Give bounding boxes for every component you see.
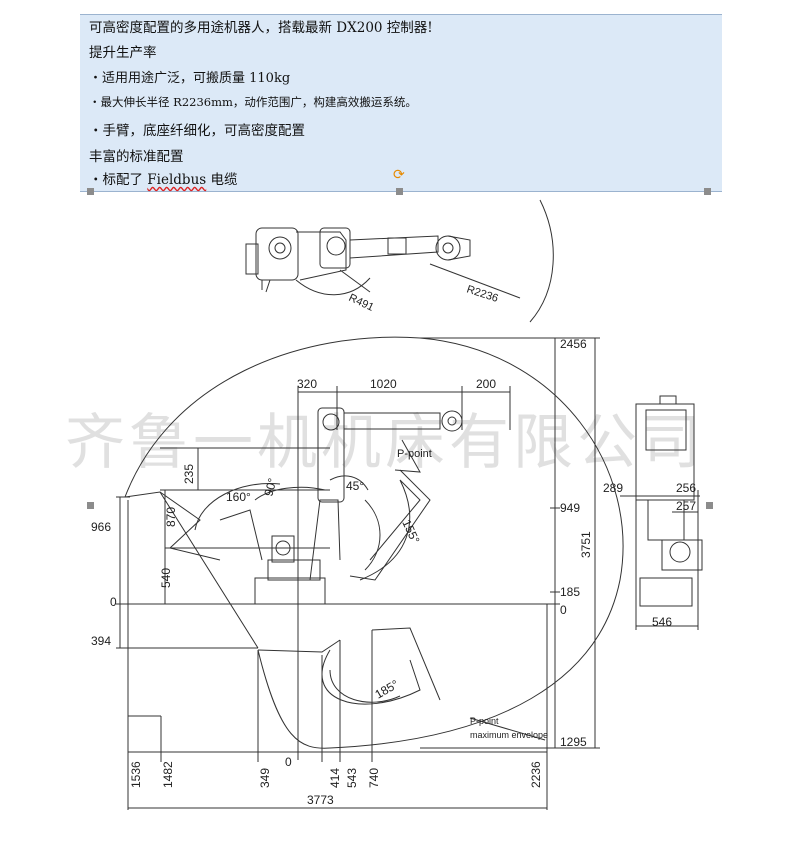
watermark-text: 齐鲁一机机床有限公司	[65, 408, 705, 478]
front-view	[620, 395, 703, 630]
dim-bottom-zero: 0	[285, 755, 292, 769]
bullet-reach: ・最大伸长半径 R2236mm，动作范围广，构建高效搬运系统。	[89, 95, 417, 109]
rotate-handle-icon[interactable]: ⟳	[393, 167, 405, 183]
dim-3773: 3773	[307, 793, 334, 807]
headline-text: 可高密度配置的多用途机器人，搭载最新 DX200 控制器!	[89, 20, 433, 36]
angle-45: 45°	[346, 479, 364, 493]
envelope-outer	[124, 336, 624, 749]
bullet-fieldbus-prefix: ・标配了	[89, 172, 148, 188]
top-view	[245, 199, 554, 323]
top-view-r2236-label: R2236	[465, 283, 500, 304]
dim-2456: 2456	[560, 337, 587, 351]
p-point-label: P-point	[397, 448, 432, 460]
textbox-resize-handle-bottom-left[interactable]	[87, 188, 94, 195]
dim-235: 235	[182, 464, 196, 484]
dim-349: 349	[258, 768, 272, 788]
dim-949: 949	[560, 501, 580, 515]
top-view-outer-arc	[529, 199, 554, 323]
dim-320: 320	[297, 377, 317, 391]
angle-90: 90°	[261, 476, 279, 497]
textbox-resize-handle-bottom-right[interactable]	[704, 188, 711, 195]
dim-1536: 1536	[129, 761, 143, 788]
dim-546: 546	[652, 615, 672, 629]
fieldbus-word: Fieldbus	[147, 172, 207, 188]
dim-1020: 1020	[370, 377, 397, 391]
dim-966: 966	[91, 520, 111, 534]
dim-394: 394	[91, 634, 111, 648]
bullet-payload: ・适用用途广泛，可搬质量 110kg	[89, 71, 291, 86]
dim-414: 414	[328, 768, 342, 788]
dim-left-zero: 0	[110, 595, 117, 609]
dim-200: 200	[476, 377, 496, 391]
standard-config-heading: 丰富的标准配置	[89, 149, 184, 165]
dim-543: 543	[345, 768, 359, 788]
envelope-label-max: maximum envelope	[470, 730, 548, 740]
dim-870: 870	[164, 507, 178, 527]
bullet-fieldbus-suffix: 电缆	[206, 172, 238, 188]
top-view-r491-label: R491	[347, 292, 376, 314]
dim-257: 257	[676, 499, 696, 513]
image-handle-left[interactable]	[87, 502, 94, 509]
dim-1295: 1295	[560, 735, 587, 749]
bullet-fieldbus: ・标配了 Fieldbus 电缆	[89, 172, 722, 189]
envelope-label-p-point: P-point	[470, 716, 499, 726]
description-textbox[interactable]: 可高密度配置的多用途机器人，搭载最新 DX200 控制器! 提升生产率 ・适用用…	[80, 14, 722, 192]
textbox-resize-handle-bottom-center[interactable]	[396, 188, 403, 195]
dim-3751: 3751	[579, 531, 593, 558]
dim-185: 185	[560, 585, 580, 599]
angle-155: 155°	[399, 517, 422, 546]
dim-2236: 2236	[529, 761, 543, 788]
dim-256: 256	[676, 481, 696, 495]
bullet-arm-base: ・手臂，底座纤细化，可高密度配置	[89, 123, 305, 139]
angle-160: 160°	[226, 490, 251, 504]
productivity-heading: 提升生产率	[89, 45, 157, 61]
dim-1482: 1482	[161, 761, 175, 788]
dim-right-zero: 0	[560, 603, 567, 617]
top-view-inner-arc	[295, 277, 371, 296]
dim-740: 740	[367, 768, 381, 788]
dim-289: 289	[603, 481, 623, 495]
side-view	[116, 336, 624, 810]
dim-540: 540	[159, 568, 173, 588]
image-handle-right[interactable]	[706, 502, 713, 509]
